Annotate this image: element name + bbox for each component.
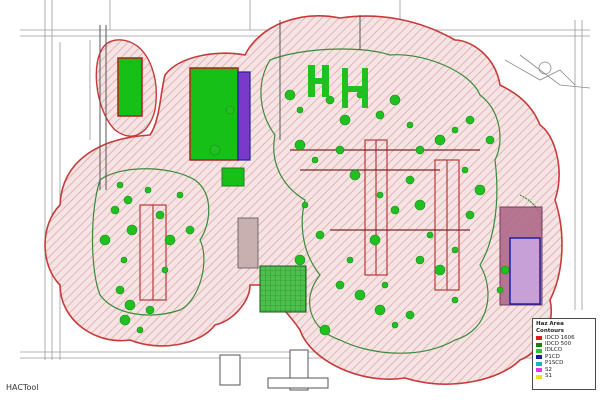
legend-label: IDCD 500 xyxy=(545,341,572,348)
legend-swatch xyxy=(536,342,542,347)
equipment-symbol xyxy=(405,175,415,185)
equipment-symbol xyxy=(335,280,345,290)
equipment-symbol xyxy=(354,289,366,301)
equipment-symbol xyxy=(405,310,415,320)
legend-item: S1 xyxy=(536,373,592,379)
equipment-symbol xyxy=(376,191,384,199)
equipment-symbol xyxy=(465,210,475,220)
equipment-symbol xyxy=(176,191,184,199)
equipment-symbol xyxy=(284,89,296,101)
equipment-symbol xyxy=(414,199,426,211)
equipment-symbol xyxy=(319,324,331,336)
equipment-symbol xyxy=(325,95,335,105)
equipment-symbol xyxy=(116,181,124,189)
equipment-symbol xyxy=(381,281,389,289)
tool-label: HACTool xyxy=(6,383,39,392)
equipment-symbol xyxy=(375,110,385,120)
legend-label: IDCD 1606 xyxy=(545,334,575,341)
equipment-symbol xyxy=(390,205,400,215)
equipment-symbol xyxy=(415,255,425,265)
equipment-symbol xyxy=(369,234,381,246)
equipment-symbol xyxy=(389,94,401,106)
equipment-symbol xyxy=(335,145,345,155)
equipment-symbol xyxy=(124,299,136,311)
process-pipe-racks xyxy=(139,139,480,301)
equipment-symbol xyxy=(461,166,469,174)
legend-swatch xyxy=(536,336,542,341)
legend-label: S1 xyxy=(545,373,552,380)
legend-item: IDCD 500 xyxy=(536,341,592,347)
buildings xyxy=(117,57,543,313)
equipment-symbol xyxy=(349,169,361,181)
equipment-symbol xyxy=(136,326,144,334)
equipment-symbol xyxy=(185,225,195,235)
equipment-symbol xyxy=(294,139,306,151)
equipment-symbol xyxy=(451,246,459,254)
equipment-symbol xyxy=(451,296,459,304)
equipment-symbol xyxy=(209,144,221,156)
equipment-symbol xyxy=(123,195,133,205)
equipment-symbol xyxy=(301,201,309,209)
equipment-symbol xyxy=(126,224,138,236)
equipment-symbol xyxy=(110,205,120,215)
equipment-clusters xyxy=(99,89,510,336)
legend-item: P1CD xyxy=(536,354,592,360)
legend-label: P1CD xyxy=(545,353,560,360)
equipment-symbol xyxy=(145,305,155,315)
legend-swatch xyxy=(536,348,542,353)
equipment-symbol xyxy=(346,256,354,264)
equipment-symbol xyxy=(120,256,128,264)
equipment-symbol xyxy=(225,105,235,115)
equipment-symbol xyxy=(339,114,351,126)
legend-title: Haz Area Contours xyxy=(536,321,565,334)
legend-label: P1SCD xyxy=(545,360,564,367)
equipment-symbol xyxy=(474,184,486,196)
equipment-symbol xyxy=(99,234,111,246)
equipment-symbol xyxy=(485,135,495,145)
equipment-symbol xyxy=(426,231,434,239)
equipment-symbol xyxy=(315,230,325,240)
legend-swatch xyxy=(536,361,542,366)
legend-swatch xyxy=(536,374,542,379)
equipment-symbol xyxy=(161,266,169,274)
legend-label: S2 xyxy=(545,366,552,373)
equipment-symbol xyxy=(311,156,319,164)
equipment-symbol xyxy=(144,186,152,194)
equipment-symbol xyxy=(155,210,165,220)
equipment-symbol xyxy=(115,285,125,295)
equipment-symbol xyxy=(465,115,475,125)
legend-item: S2 xyxy=(536,367,592,373)
legend-item: IDCD 1606 xyxy=(536,335,592,341)
legend-item: P1SCD xyxy=(536,360,592,367)
legend-item: IDLCO xyxy=(536,347,592,354)
equipment-symbol xyxy=(374,304,386,316)
equipment-symbol xyxy=(434,134,446,146)
legend-swatch xyxy=(536,355,542,360)
structure-towers xyxy=(99,15,361,391)
equipment-symbol xyxy=(415,145,425,155)
legend-swatch xyxy=(536,368,542,373)
legend-label: IDLCO xyxy=(545,347,563,354)
equipment-symbol xyxy=(391,321,399,329)
equipment-symbol xyxy=(164,234,176,246)
h-shaped-units xyxy=(308,65,368,108)
equipment-symbol xyxy=(296,106,304,114)
equipment-symbol xyxy=(500,265,510,275)
equipment-symbol xyxy=(496,286,504,294)
equipment-symbol xyxy=(294,254,306,266)
equipment-symbol xyxy=(451,126,459,134)
equipment-symbol xyxy=(434,264,446,276)
equipment-symbol xyxy=(119,314,131,326)
equipment-symbol xyxy=(406,121,414,129)
access-roads xyxy=(504,54,591,89)
